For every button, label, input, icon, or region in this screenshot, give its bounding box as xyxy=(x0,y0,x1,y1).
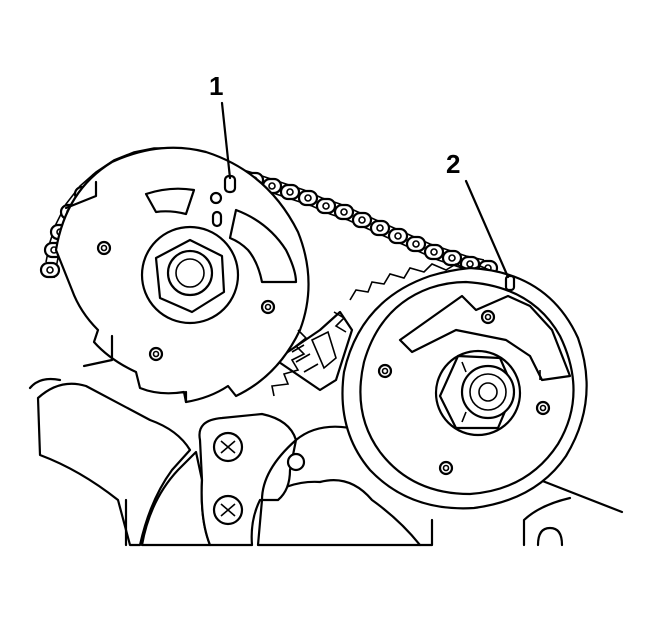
chain-pin xyxy=(448,254,456,262)
chain-link xyxy=(333,203,355,221)
chain-pin xyxy=(394,232,402,240)
chain-link xyxy=(405,235,427,253)
chain-link xyxy=(369,219,391,237)
chain-pin xyxy=(268,182,276,190)
chain-link xyxy=(423,243,445,261)
chain-pin xyxy=(46,266,54,274)
left-cover-casting xyxy=(36,382,192,547)
chain-pin xyxy=(358,216,366,224)
right-camshaft-sprocket xyxy=(333,263,588,510)
chain-pin xyxy=(304,194,312,202)
reluctor-window xyxy=(398,294,572,382)
dowel-hole xyxy=(286,452,306,472)
chain-link xyxy=(279,183,301,201)
timing-mark-2 xyxy=(504,274,516,292)
chain-pin xyxy=(376,224,384,232)
svg-text:2: 2 xyxy=(446,149,460,179)
chain-link xyxy=(351,211,373,229)
svg-text:1: 1 xyxy=(209,71,223,101)
chain-pin xyxy=(412,240,420,248)
alignment-slot xyxy=(211,210,223,228)
callout-2: 2 xyxy=(446,149,510,279)
chain-pin xyxy=(430,248,438,256)
chain-link xyxy=(387,227,409,245)
reluctor-window xyxy=(144,187,196,216)
callout-1: 1 xyxy=(209,71,232,180)
reluctor-window xyxy=(228,208,298,284)
chain-pin xyxy=(340,208,348,216)
engine-front-cover xyxy=(28,377,624,547)
chain-link xyxy=(441,249,463,267)
leader-line-1 xyxy=(220,101,232,180)
chain-link xyxy=(39,261,61,279)
chain-link xyxy=(297,189,319,207)
left-camshaft-sprocket xyxy=(54,146,310,404)
chain-pin xyxy=(286,188,294,196)
bolt-boss xyxy=(198,412,298,547)
chain-link xyxy=(315,197,337,215)
chain-pin xyxy=(322,202,330,210)
leader-line-2 xyxy=(464,179,510,279)
